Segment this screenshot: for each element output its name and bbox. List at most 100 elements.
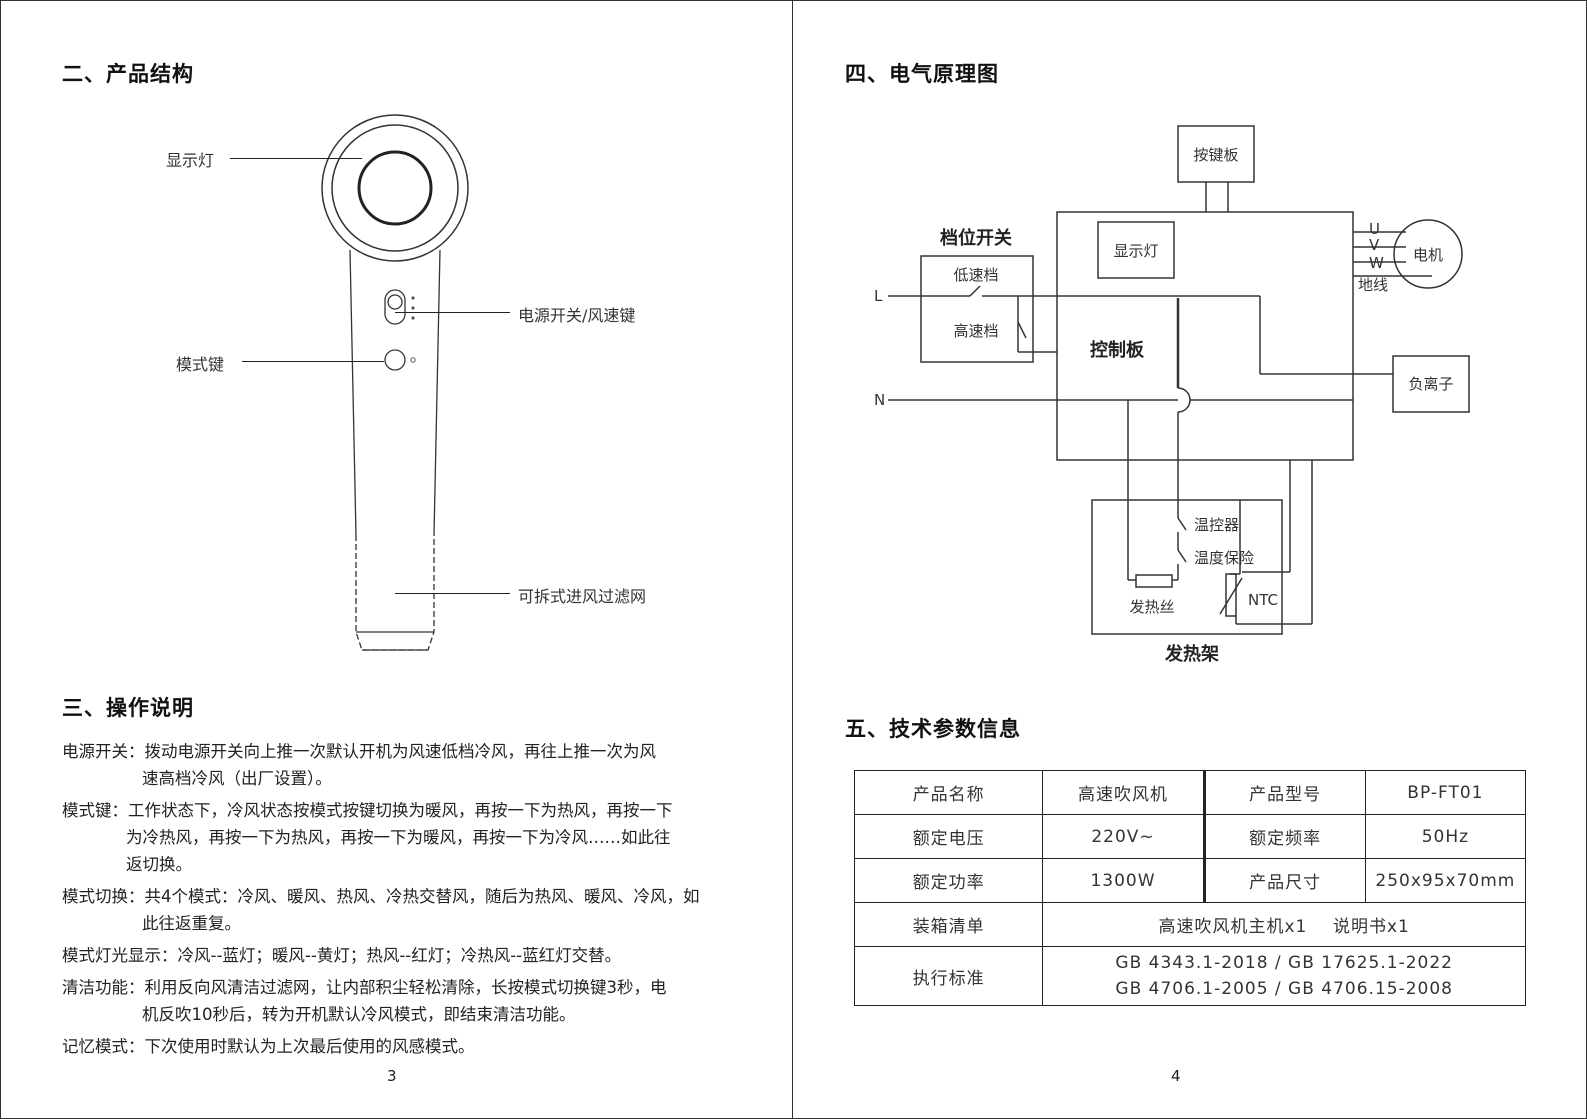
label-power-switch: 电源开关/风速键 [518, 306, 636, 325]
spec-value-standard: GB 4343.1-2018 / GB 17625.1-2022 GB 4706… [1042, 946, 1526, 1006]
leader-filter [395, 593, 510, 594]
spec-table: 产品名称 高速吹风机 产品型号 BP-FT01 额定电压 220V~ 额定频率 … [853, 770, 1527, 1006]
page-divider [792, 0, 793, 1119]
spec-label: 产品名称 [853, 770, 1044, 815]
op-term: 清洁功能： [62, 978, 145, 997]
text-indicator: 显示灯 [1113, 242, 1158, 260]
power-switch-shape [384, 289, 406, 325]
op-desc-cont: 机反吹10秒后，转为开机默认冷风模式，即结束清洁功能。 [142, 1005, 576, 1024]
op-cleaning: 清洁功能：利用反向风清洁过滤网，让内部积尘轻松清除，长按模式切换键3秒，电 机反… [62, 974, 752, 1028]
spec-value: 高速吹风机 [1042, 770, 1205, 815]
leader-mode-key [242, 361, 384, 362]
text-thermal-fuse: 温度保险 [1194, 549, 1254, 567]
spec-label: 额定功率 [853, 858, 1044, 903]
power-switch-knob [387, 294, 403, 310]
text-l: L [874, 287, 883, 305]
op-mode-switch: 模式切换：共4个模式：冷风、暖风、热风、冷热交替风，随后为热风、暖风、冷风，如 … [62, 883, 752, 937]
text-w: W [1369, 254, 1384, 272]
op-desc-cont: 速高档冷风（出厂设置）。 [142, 769, 332, 788]
operation-instructions: 电源开关：拨动电源开关向上推一次默认开机为风速低档冷风，再往上推一次为风 速高档… [62, 738, 752, 1065]
button-board-box [1177, 125, 1255, 183]
op-desc: 冷风--蓝灯；暖风--黄灯；热风--红灯；冷热风--蓝红灯交替。 [177, 946, 622, 965]
spec-value: 250x95x70mm [1364, 858, 1527, 903]
table-row: 执行标准 GB 4343.1-2018 / GB 17625.1-2022 GB… [853, 946, 1526, 1006]
label-mode-key: 模式键 [176, 355, 225, 374]
indicator-box [1097, 221, 1175, 279]
anion-box [1392, 355, 1470, 413]
table-row: 产品名称 高速吹风机 产品型号 BP-FT01 [853, 770, 1527, 815]
op-desc-cont: 为冷热风，再按一下为热风，再按一下为暖风，再按一下为冷风……如此往 [126, 828, 671, 847]
op-term: 模式切换： [62, 887, 145, 906]
heading-product-structure: 二、产品结构 [62, 62, 194, 86]
standard-line-1: GB 4343.1-2018 / GB 17625.1-2022 [1115, 953, 1453, 973]
spec-value: BP-FT01 [1364, 770, 1527, 815]
table-row: 额定功率 1300W 产品尺寸 250x95x70mm [853, 858, 1527, 903]
text-gear-switch: 档位开关 [940, 227, 1012, 249]
speed-dot-1 [411, 296, 415, 300]
speed-dot-3 [411, 316, 415, 320]
ntc-box [1225, 573, 1237, 617]
heading-circuit: 四、电气原理图 [845, 62, 999, 86]
spec-label: 额定频率 [1202, 814, 1366, 859]
dryer-handle-outline [349, 249, 441, 536]
spec-value: 1300W [1042, 858, 1205, 903]
table-row: 装箱清单 高速吹风机主机x1 说明书x1 [853, 902, 1526, 947]
op-desc: 利用反向风清洁过滤网，让内部积尘轻松清除，长按模式切换键3秒，电 [144, 978, 667, 997]
text-thermostat: 温控器 [1194, 516, 1239, 534]
dryer-head-outer [321, 114, 469, 262]
spec-label: 执行标准 [853, 946, 1044, 1006]
spec-label: 产品尺寸 [1202, 858, 1366, 903]
spec-value: 50Hz [1364, 814, 1527, 859]
op-desc-cont: 此往返重复。 [142, 914, 241, 933]
heading-operation: 三、操作说明 [62, 696, 194, 720]
text-v: V [1369, 236, 1380, 254]
text-u: U [1369, 220, 1380, 238]
spec-label: 产品型号 [1202, 770, 1366, 815]
op-desc: 共4个模式：冷风、暖风、热风、冷热交替风，随后为热风、暖风、冷风，如 [144, 887, 700, 906]
heating-wire-box [1135, 574, 1173, 588]
op-desc: 拨动电源开关向上推一次默认开机为风速低档冷风，再往上推一次为风 [144, 742, 657, 761]
circuit-diagram: 按键板 档位开关 低速档 高速档 显示灯 控制板 电机 U V W 地线 负离子… [874, 125, 1470, 665]
standard-line-2: GB 4706.1-2005 / GB 4706.15-2008 [1115, 979, 1453, 999]
page-number-right: 4 [1171, 1067, 1181, 1085]
text-anion: 负离子 [1408, 375, 1453, 393]
leader-power-switch [395, 312, 510, 313]
motor-circle [1393, 219, 1463, 289]
text-ground: 地线 [1358, 276, 1388, 294]
op-desc: 下次使用时默认为上次最后使用的风感模式。 [144, 1037, 475, 1056]
speed-dot-2 [411, 306, 415, 310]
gear-switch-box [920, 255, 1034, 363]
text-low-speed: 低速档 [953, 266, 998, 284]
mode-button-shape [384, 349, 406, 371]
text-high-speed: 高速档 [953, 322, 998, 340]
mode-button-mark [410, 357, 416, 363]
op-term: 记忆模式： [62, 1037, 145, 1056]
op-term: 模式灯光显示： [62, 946, 178, 965]
leader-indicator [230, 158, 362, 159]
heating-frame-box [1091, 499, 1283, 635]
op-term: 电源开关： [62, 742, 145, 761]
heading-specs: 五、技术参数信息 [845, 717, 1021, 741]
op-power-switch: 电源开关：拨动电源开关向上推一次默认开机为风速低档冷风，再往上推一次为风 速高档… [62, 738, 752, 792]
page-number-left: 3 [387, 1067, 397, 1085]
filter-bottom [356, 631, 434, 651]
table-row: 额定电压 220V~ 额定频率 50Hz [853, 814, 1527, 859]
text-button-board: 按键板 [1193, 146, 1238, 164]
dryer-head-ring [331, 124, 459, 252]
dryer-head-inner [357, 150, 433, 226]
text-motor: 电机 [1413, 246, 1443, 264]
op-desc-cont: 返切换。 [126, 855, 192, 874]
op-mode-key: 模式键：工作状态下，冷风状态按模式按键切换为暖风，再按一下为热风，再按一下 为冷… [62, 797, 752, 878]
hair-dryer-illustration [321, 114, 469, 651]
text-ntc: NTC [1248, 591, 1278, 609]
text-heating-frame: 发热架 [1164, 643, 1219, 665]
op-desc: 工作状态下，冷风状态按模式按键切换为暖风，再按一下为热风，再按一下 [128, 801, 673, 820]
spec-value: 高速吹风机主机x1 说明书x1 [1042, 902, 1526, 947]
control-board-box [1056, 211, 1354, 461]
label-filter: 可拆式进风过滤网 [518, 587, 647, 606]
spec-label: 装箱清单 [853, 902, 1044, 947]
op-term: 模式键： [62, 801, 128, 820]
op-mode-light: 模式灯光显示：冷风--蓝灯；暖风--黄灯；热风--红灯；冷热风--蓝红灯交替。 [62, 942, 752, 969]
text-heating-wire: 发热丝 [1129, 598, 1174, 616]
spec-label: 额定电压 [853, 814, 1044, 859]
